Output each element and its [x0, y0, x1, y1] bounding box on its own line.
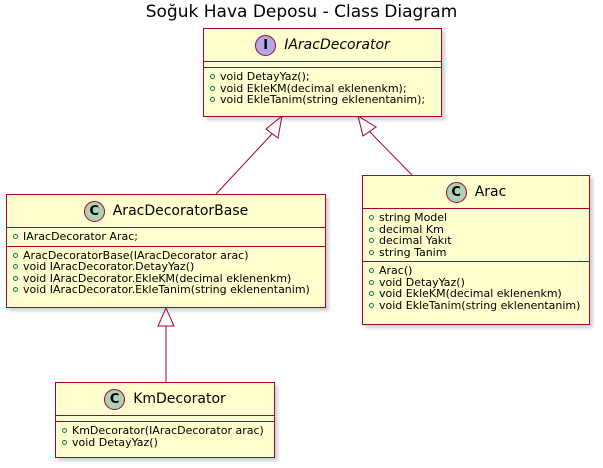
- public-icon: [210, 74, 215, 80]
- class-header: I IAracDecorator: [204, 29, 441, 62]
- interface-icon: I: [255, 34, 277, 56]
- edge-base-to-iarac: [215, 133, 273, 195]
- inheritance-arrowhead: [357, 114, 377, 137]
- class-name: IAracDecorator: [284, 37, 390, 53]
- edge-arac-to-iarac: [368, 130, 413, 176]
- public-icon: [62, 428, 67, 434]
- public-icon: [210, 97, 215, 103]
- class-name: AracDecoratorBase: [112, 203, 249, 219]
- fields-section: IAracDecorator Arac;: [7, 228, 325, 247]
- class-header: C KmDecorator: [56, 383, 274, 416]
- public-icon: [369, 291, 374, 297]
- method-item: void DetayYaz();: [210, 71, 441, 83]
- method-item: void EkleKM(decimal eklenenkm): [369, 288, 589, 300]
- public-icon: [369, 226, 374, 232]
- method-item: void EkleTanim(string eklenentanim);: [210, 94, 441, 106]
- methods-section: void DetayYaz(); void EkleKM(decimal ekl…: [204, 68, 441, 109]
- method-item: void IAracDecorator.DetayYaz(): [13, 261, 325, 273]
- method-item: void IAracDecorator.EkleKM(decimal eklen…: [13, 272, 325, 285]
- class-icon: C: [83, 200, 105, 222]
- field-item: decimal Yakıt: [369, 235, 589, 247]
- public-icon: [369, 302, 374, 308]
- method-item: Arac(): [369, 265, 589, 277]
- public-icon: [62, 439, 67, 445]
- public-icon: [369, 238, 374, 244]
- inheritance-arrowhead: [157, 306, 175, 327]
- class-kmdecorator[interactable]: C KmDecorator KmDecorator(IAracDecorator…: [55, 382, 275, 458]
- field-item: string Model: [369, 212, 589, 224]
- public-icon: [210, 85, 215, 91]
- public-icon: [13, 275, 18, 281]
- methods-section: KmDecorator(IAracDecorator arac) void De…: [56, 422, 274, 451]
- public-icon: [13, 287, 18, 293]
- method-item: AracDecoratorBase(IAracDecorator arac): [13, 249, 325, 262]
- diagram-title: Soğuk Hava Deposu - Class Diagram: [145, 2, 458, 22]
- fields-section: [56, 416, 274, 422]
- public-icon: [13, 234, 18, 240]
- inheritance-arrowhead: [265, 114, 283, 139]
- class-header: C AracDecoratorBase: [7, 195, 325, 228]
- public-icon: [369, 268, 374, 274]
- field-item: decimal Km: [369, 223, 589, 236]
- class-name: Arac: [474, 184, 507, 200]
- methods-section: Arac() void DetayYaz() void EkleKM(decim…: [363, 262, 589, 314]
- class-aracdecoratorbase[interactable]: C AracDecoratorBase IAracDecorator Arac;…: [6, 194, 326, 308]
- fields-section: string Model decimal Km decimal Yakıt st…: [363, 209, 589, 262]
- class-icon: C: [445, 181, 467, 203]
- public-icon: [13, 264, 18, 270]
- methods-section: AracDecoratorBase(IAracDecorator arac) v…: [7, 247, 325, 299]
- public-icon: [13, 252, 18, 258]
- public-icon: [369, 249, 374, 255]
- class-header: C Arac: [363, 176, 589, 209]
- method-item: void IAracDecorator.EkleTanim(string ekl…: [13, 284, 325, 296]
- class-name: KmDecorator: [133, 391, 226, 407]
- class-arac[interactable]: C Arac string Model decimal Km decimal Y…: [362, 175, 590, 325]
- public-icon: [369, 279, 374, 285]
- fields-section: [204, 62, 441, 68]
- field-item: string Tanim: [369, 246, 589, 259]
- method-item: void DetayYaz(): [62, 436, 274, 449]
- class-iaracdecorator[interactable]: I IAracDecorator void DetayYaz(); void E…: [203, 28, 442, 117]
- class-icon: C: [104, 388, 126, 410]
- method-item: void DetayYaz(): [369, 276, 589, 289]
- public-icon: [369, 215, 374, 221]
- method-item: void EkleKM(decimal eklenenkm);: [210, 82, 441, 95]
- field-item: IAracDecorator Arac;: [13, 231, 325, 243]
- method-item: KmDecorator(IAracDecorator arac): [62, 425, 274, 437]
- method-item: void EkleTanim(string eklenentanim): [369, 299, 589, 312]
